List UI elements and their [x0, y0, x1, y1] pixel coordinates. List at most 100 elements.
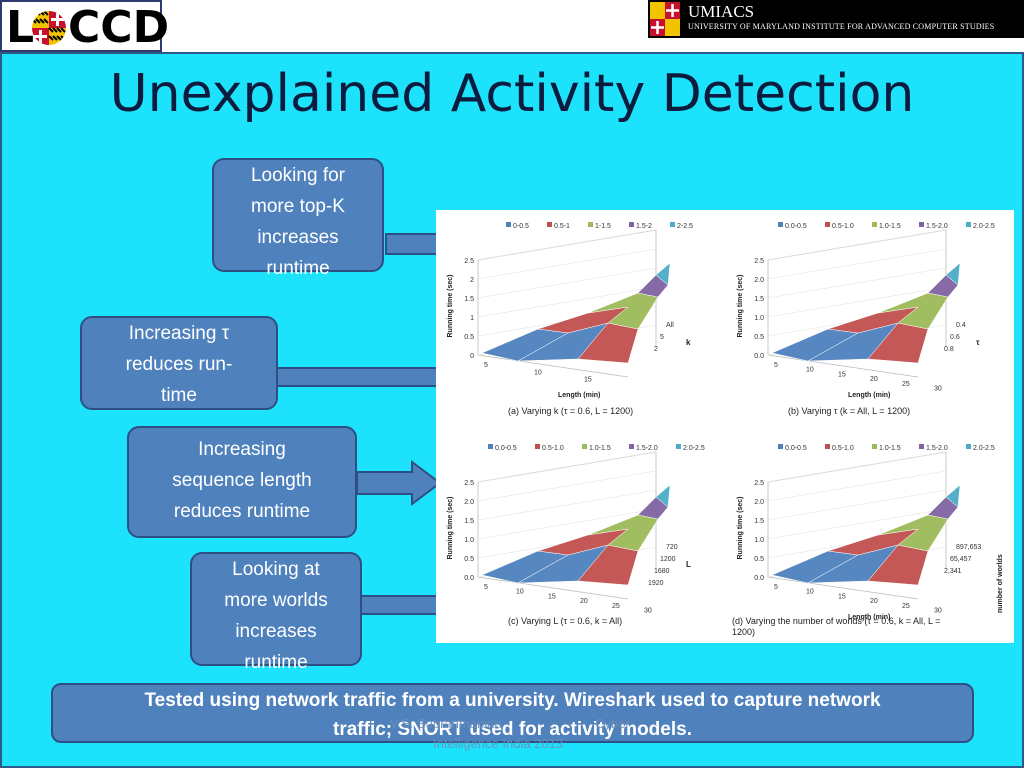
x-tick-label: 10 [806, 367, 814, 374]
y-tick-label: 0.5 [754, 334, 764, 341]
gridline [767, 286, 947, 318]
callout-tau: Increasing τ reduces run- time [80, 316, 278, 410]
umiacs-subtitle: UNIVERSITY OF MARYLAND INSTITUTE FOR ADV… [688, 22, 995, 31]
z-tick-label: 897,653 [956, 544, 981, 551]
x-tick-label: 5 [484, 584, 488, 591]
gridline [767, 248, 947, 280]
legend-swatch [629, 444, 634, 449]
x-tick-label: 10 [534, 369, 542, 376]
legend-label: 0.5-1.0 [832, 223, 854, 230]
footer-line: Tested using network traffic from a univ… [144, 690, 881, 711]
callout-line: reduces run- [125, 354, 233, 375]
x-tick-label: 25 [902, 603, 910, 610]
y-tick-label: 2.0 [754, 499, 764, 506]
legend-swatch [506, 222, 511, 227]
callout-line: more top-K [251, 196, 345, 217]
legend-label: 1.5-2.0 [926, 445, 948, 452]
x-axis-label: Length (min) [848, 614, 890, 621]
y-tick-label: 2.0 [464, 499, 474, 506]
y-axis-label: Running time (sec) [447, 274, 454, 337]
x-tick-label: 15 [838, 593, 846, 600]
y-tick-label: 0 [470, 353, 474, 360]
y-tick-label: 1.0 [754, 537, 764, 544]
y-tick-label: 1 [470, 315, 474, 322]
legend-swatch [547, 222, 552, 227]
x-tick-label: 25 [902, 381, 910, 388]
y-tick-label: 2.0 [754, 277, 764, 284]
legend-swatch [919, 222, 924, 227]
z-axis-label: L [686, 560, 691, 569]
y-tick-label: 2.5 [464, 480, 474, 487]
legend-label: 0-0.5 [513, 223, 529, 230]
x-tick-label: 20 [580, 598, 588, 605]
surface-patch [655, 484, 671, 508]
z-tick-label: 2 [654, 346, 658, 353]
legend-swatch [582, 444, 587, 449]
callout-line: increases [235, 621, 317, 642]
legend-swatch [825, 444, 830, 449]
y-tick-label: 0.0 [754, 575, 764, 582]
legend-label: 1-1.5 [595, 223, 611, 230]
legend-swatch [629, 222, 634, 227]
x-tick-label: 15 [584, 377, 592, 384]
y-tick-label: 1.5 [464, 296, 474, 303]
z-tick-label: 1920 [648, 580, 664, 587]
z-tick-label: All [666, 322, 674, 329]
y-tick-label: 1.0 [754, 315, 764, 322]
callout-line: runtime [244, 652, 308, 673]
y-tick-label: 0.5 [464, 334, 474, 341]
legend-label: 0.0-0.5 [785, 445, 807, 452]
legend-swatch [966, 444, 971, 449]
z-tick-label: 0.8 [944, 346, 954, 353]
x-tick-label: 15 [838, 371, 846, 378]
legend-label: 2.0-2.5 [973, 445, 995, 452]
legend-label: 0.5-1 [554, 223, 570, 230]
surface-patch [945, 484, 961, 508]
gridline [767, 508, 947, 540]
y-tick-label: 1.0 [464, 537, 474, 544]
callout-sequence-length: Increasing sequence length reduces runti… [127, 426, 357, 538]
y-tick-label: 1.5 [754, 296, 764, 303]
y-tick-label: 0.0 [464, 575, 474, 582]
x-tick-label: 25 [612, 603, 620, 610]
legend-label: 2.0-2.5 [683, 445, 705, 452]
surface-patch [655, 262, 671, 286]
z-tick-label: 720 [666, 544, 678, 551]
z-axis-label: k [686, 338, 691, 347]
gridline [477, 286, 657, 318]
legend-swatch [778, 444, 783, 449]
z-tick-label: 2,341 [944, 568, 962, 575]
gridline [477, 248, 657, 280]
chart-caption: (b) Varying τ (k = All, L = 1200) [788, 406, 910, 416]
y-tick-label: 0.0 [754, 353, 764, 360]
legend-swatch [676, 444, 681, 449]
callout-line: runtime [266, 258, 330, 279]
x-tick-label: 30 [934, 607, 942, 614]
gridline [767, 451, 947, 483]
gridline [767, 229, 947, 261]
callout-worlds: Looking at more worlds increases runtime [190, 552, 362, 673]
y-tick-label: 1.5 [754, 518, 764, 525]
legend-swatch [488, 444, 493, 449]
y-tick-label: 1.5 [464, 518, 474, 525]
gridline [477, 229, 657, 261]
z-axis-label: number of worlds [997, 554, 1004, 613]
z-tick-label: 1680 [654, 568, 670, 575]
legend-swatch [825, 222, 830, 227]
legend-swatch [588, 222, 593, 227]
legend-label: 2.0-2.5 [973, 223, 995, 230]
legend-swatch [535, 444, 540, 449]
arrow-right-icon [356, 460, 442, 506]
z-tick-label: 0.4 [956, 322, 966, 329]
footer-note: Tested using network traffic from a univ… [51, 683, 974, 743]
callout-line: Looking at [232, 559, 320, 580]
legend-label: 0.5-1.0 [832, 445, 854, 452]
surface-patch [945, 262, 961, 286]
callout-line: increases [257, 227, 339, 248]
x-axis-label: Length (min) [848, 392, 890, 399]
gridline [477, 508, 657, 540]
gridline [477, 470, 657, 502]
gridline [767, 470, 947, 502]
